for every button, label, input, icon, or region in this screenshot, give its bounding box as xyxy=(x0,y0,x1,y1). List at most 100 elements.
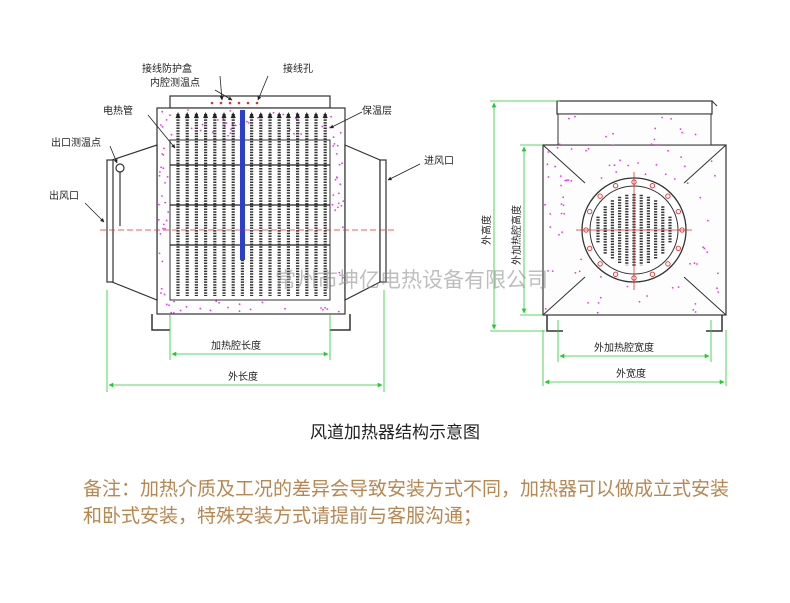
insulation-dot xyxy=(179,309,182,312)
tube-terminal xyxy=(285,112,291,118)
insulation-dot xyxy=(339,131,342,134)
insulation-dot xyxy=(694,303,697,305)
insulation-dot xyxy=(238,303,241,306)
insulation-dot xyxy=(574,115,576,118)
insulation-dot xyxy=(162,227,164,230)
temp-dot xyxy=(237,101,241,105)
insulation-dot xyxy=(578,270,581,273)
insulation-dot xyxy=(547,270,549,272)
insulation-dot xyxy=(167,211,170,213)
insulation-dot xyxy=(546,163,549,166)
insulation-dot xyxy=(172,312,175,314)
dim-cavity-width: 外加热腔宽度 xyxy=(594,341,654,354)
insulation-dot xyxy=(560,203,563,206)
temp-dot xyxy=(210,101,214,105)
insulation-dot xyxy=(164,227,166,230)
temp-dot xyxy=(219,101,223,105)
insulation-dot xyxy=(560,212,563,215)
insulation-dot xyxy=(321,125,324,128)
insulation-dot xyxy=(326,308,329,310)
temp-probe xyxy=(240,110,245,260)
insulation-dot xyxy=(164,182,166,184)
insulation-dot xyxy=(165,119,168,121)
bolt-hole xyxy=(665,261,671,267)
label-wiring-hole: 接线孔 xyxy=(283,62,313,75)
label-outlet: 出风口 xyxy=(49,189,79,202)
dim-cavity-height: 外加热腔高度 xyxy=(510,205,523,265)
tube-terminal xyxy=(230,112,236,118)
insulation-dot xyxy=(246,120,248,123)
insulation-dot xyxy=(173,300,175,303)
insulation-dot xyxy=(654,127,657,130)
insulation-dot xyxy=(680,156,682,159)
insulation-dot xyxy=(333,143,336,145)
insulation-dot xyxy=(334,209,337,212)
insulation-dot xyxy=(667,149,669,152)
bolt-hole xyxy=(612,271,619,277)
insulation-dot xyxy=(161,260,164,263)
insulation-dot xyxy=(664,173,667,176)
insulation-dot xyxy=(230,128,232,131)
front-insulation-dots xyxy=(544,115,720,314)
tube-terminal xyxy=(175,112,181,118)
dim-cavity-length: 加热腔长度 xyxy=(211,339,261,352)
insulation-dot xyxy=(159,232,162,235)
insulation-dot xyxy=(161,125,164,128)
bolt-hole xyxy=(649,271,656,277)
insulation-dot xyxy=(567,179,570,182)
watermark: 常州市坤亿电热设备有限公司 xyxy=(275,268,548,292)
insulation-dot xyxy=(201,123,204,126)
insulation-dot xyxy=(300,133,302,135)
insulation-dot xyxy=(293,132,295,135)
insulation-dot xyxy=(190,127,193,130)
insulation-dot xyxy=(166,175,169,178)
insulation-dot xyxy=(549,213,552,215)
insulation-dot xyxy=(558,233,560,236)
insulation-dot xyxy=(209,309,212,312)
insulation-dot xyxy=(337,206,339,209)
insulation-dot xyxy=(187,109,189,111)
dim-outer-length: 外长度 xyxy=(228,370,258,383)
tube-terminal xyxy=(212,112,218,118)
insulation-dot xyxy=(158,252,161,255)
insulation-dot xyxy=(600,177,603,179)
insulation-dot xyxy=(560,184,562,187)
installation-note: 备注：加热介质及工况的差异会导致安装方式不同，加热器可以做成立式安装和卧式安装，… xyxy=(83,478,730,527)
insulation-dot xyxy=(684,165,686,168)
insulation-dot xyxy=(696,263,698,265)
insulation-dot xyxy=(717,272,719,275)
insulation-dot xyxy=(160,292,162,294)
insulation-dot xyxy=(163,147,165,150)
insulation-dot xyxy=(234,124,237,127)
insulation-dot xyxy=(556,146,559,149)
tube-terminal xyxy=(295,112,301,118)
insulation-dot xyxy=(257,116,259,119)
insulation-dot xyxy=(282,113,285,116)
temp-dot xyxy=(255,101,259,105)
insulation-dot xyxy=(342,200,345,203)
outlet-flange xyxy=(106,159,114,283)
insulation-dot xyxy=(284,307,286,310)
insulation-dot xyxy=(332,145,335,147)
tube-terminal xyxy=(221,112,227,118)
tube-terminal xyxy=(249,112,255,118)
insulation-dot xyxy=(320,307,322,309)
label-heating-tube: 电热管 xyxy=(103,104,133,117)
insulation-dot xyxy=(570,148,573,150)
insulation-dot xyxy=(585,149,587,152)
insulation-dot xyxy=(161,195,163,197)
label-inner-temp-point: 内腔测温点 xyxy=(150,76,200,89)
front-view: 外高度 外加热腔高度 外加热腔宽度 外宽度 xyxy=(480,100,727,386)
insulation-dot xyxy=(644,173,647,176)
insulation-dot xyxy=(694,133,697,136)
tube-terminal xyxy=(304,112,310,118)
insulation-dot xyxy=(229,132,232,135)
insulation-dot xyxy=(227,306,229,309)
insulation-dot xyxy=(168,304,170,307)
insulation-dot xyxy=(324,306,326,309)
insulation-dot xyxy=(559,175,562,178)
insulation-dot xyxy=(551,270,554,272)
tube-terminal xyxy=(267,112,273,118)
insulation-dot xyxy=(341,162,343,165)
side-view: 接线防护盒 内腔测温点 接线孔 电热管 保温层 出口测温点 出风口 进风口 加热… xyxy=(49,62,454,392)
